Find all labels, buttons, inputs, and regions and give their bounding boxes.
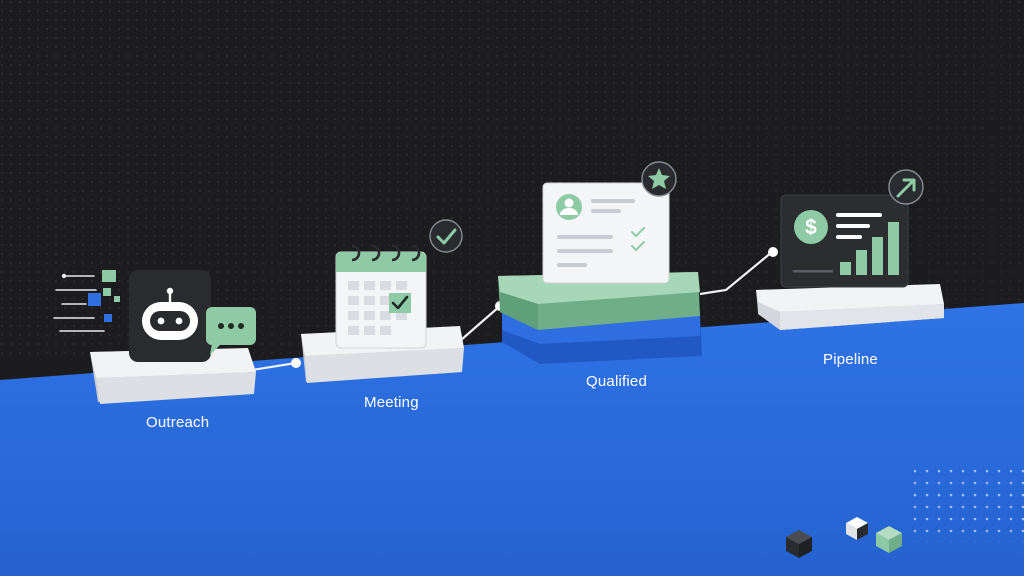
pixel-blue-1: [88, 293, 101, 306]
revenue-chart-icon: $: [780, 194, 909, 288]
trend-up-icon: [888, 169, 924, 205]
decorative-cubes: [786, 517, 902, 558]
motion-lines: [53, 275, 105, 332]
check-icon: [429, 219, 463, 253]
calendar-icon: [335, 244, 427, 349]
connector-2: [460, 305, 501, 341]
platform-front: [96, 372, 256, 404]
white-cube-icon: [846, 517, 868, 540]
profile-card-icon: [542, 182, 670, 284]
green-cube-icon: [876, 526, 902, 553]
stage-outreach: [53, 270, 256, 404]
platform-front: [758, 302, 780, 330]
platform-top: [756, 284, 944, 312]
currency-symbol: $: [805, 216, 817, 239]
connector-node-1: [291, 358, 301, 368]
pixel-green-1: [102, 270, 116, 282]
pixel-blue-2: [104, 314, 112, 322]
motion-dot: [61, 273, 67, 279]
stage-label-meeting: Meeting: [364, 394, 419, 411]
stage-meeting: [301, 219, 464, 383]
connector-1: [251, 361, 297, 372]
platform-front-2: [780, 304, 944, 330]
dark-cube-icon: [786, 530, 812, 558]
connector-node-3: [768, 247, 778, 257]
stage-label-qualified: Qualified: [586, 373, 648, 390]
platform-front: [305, 348, 464, 383]
pixel-green-3: [114, 296, 120, 302]
stage-label-outreach: Outreach: [146, 414, 210, 431]
chat-bubble-icon: [206, 307, 256, 355]
stage-pipeline: $: [756, 169, 944, 330]
stage-qualified: [498, 161, 702, 364]
blue-floor: [0, 303, 1024, 576]
white-dot-grid: [905, 462, 1024, 542]
star-icon: [641, 161, 677, 197]
pixel-green-2: [103, 288, 111, 296]
robot-icon: [142, 287, 198, 340]
stage-label-pipeline: Pipeline: [823, 351, 878, 368]
connector-3: [699, 251, 773, 296]
platform-green-front: [500, 292, 538, 330]
